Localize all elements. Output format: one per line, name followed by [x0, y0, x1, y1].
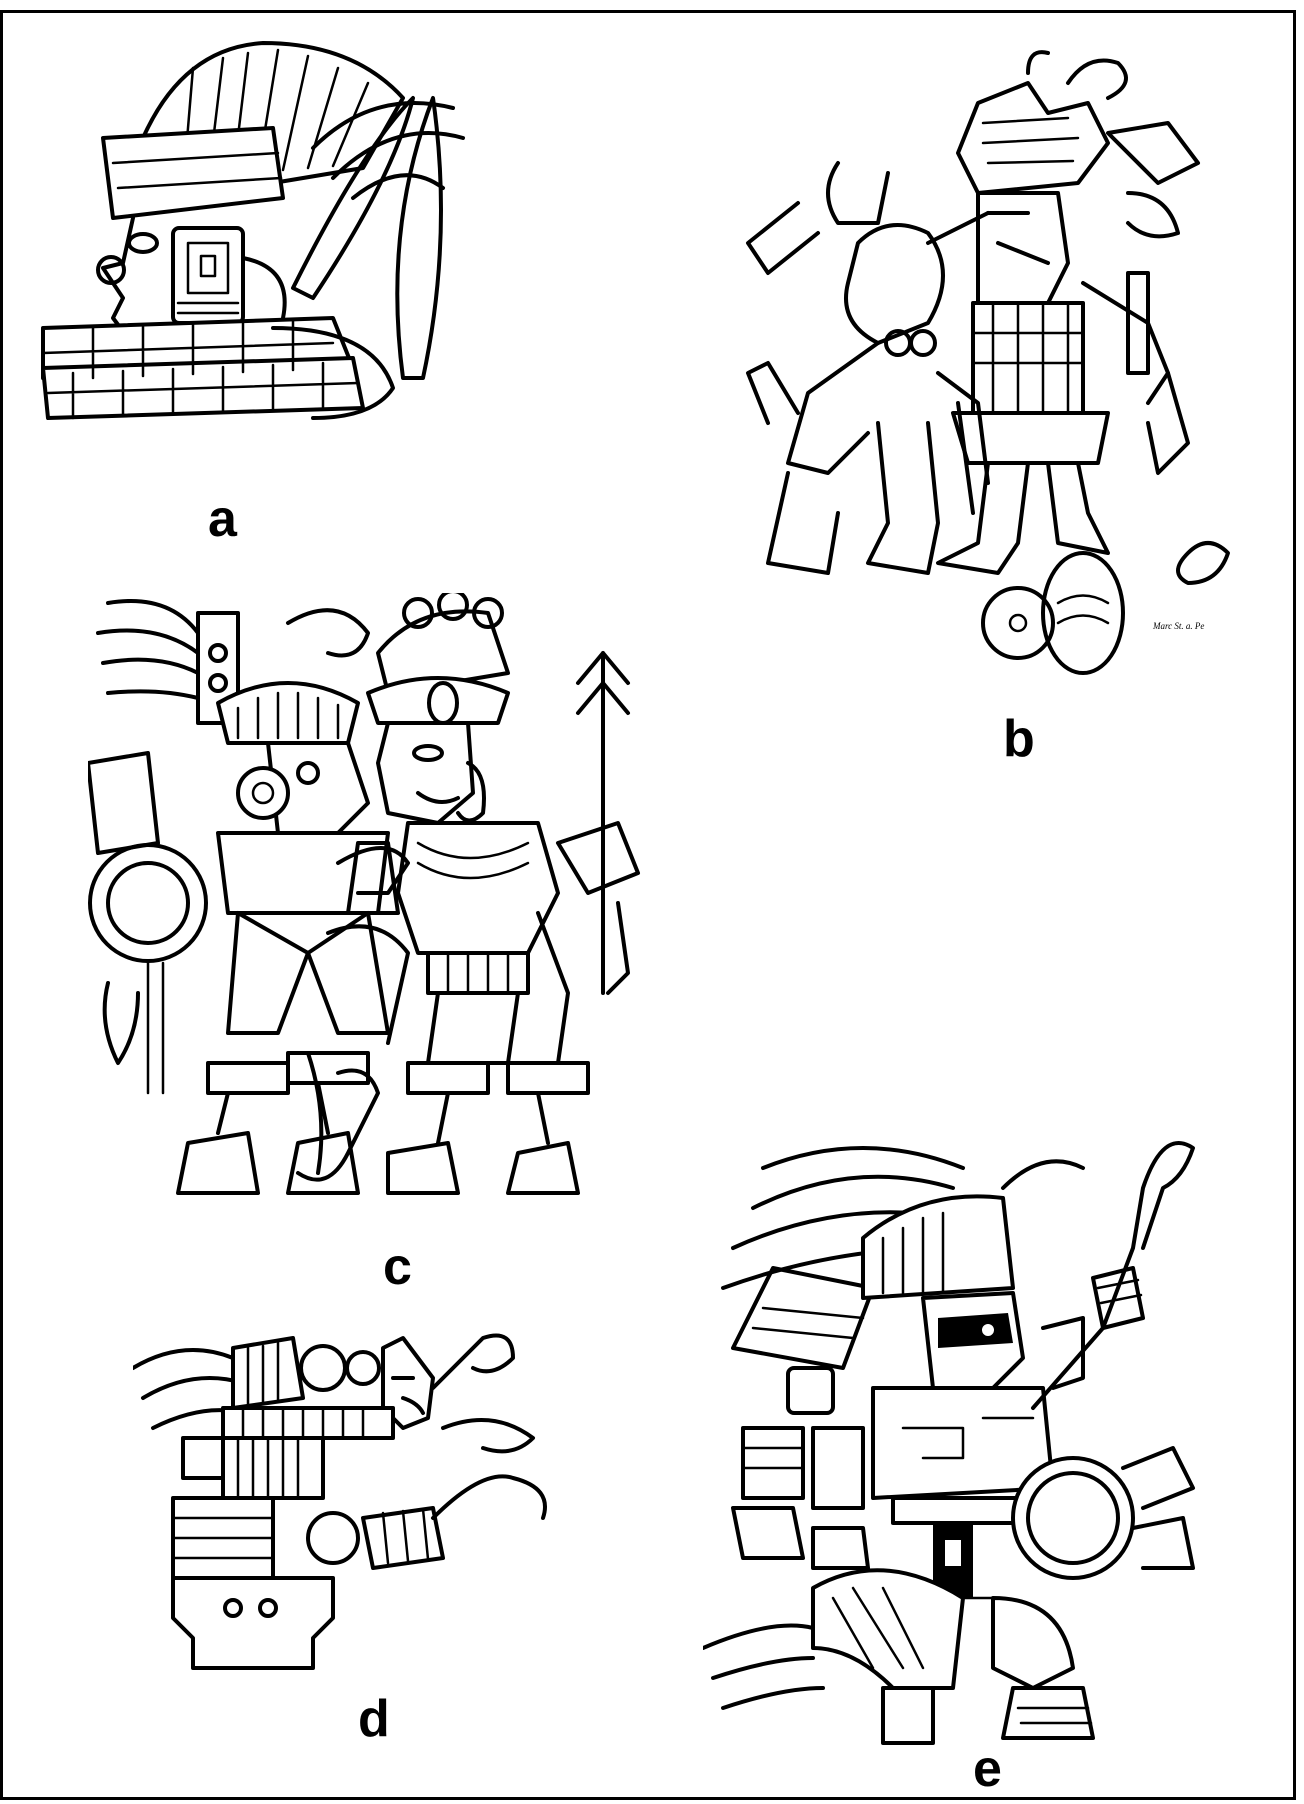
panel-b-label: b [1003, 710, 1035, 768]
panel-d-label: d [358, 1690, 390, 1748]
panel-a-illustration [33, 28, 503, 428]
panel-b-illustration [728, 43, 1238, 683]
panel-a-label: a [208, 490, 237, 548]
panel-d-illustration [133, 1318, 603, 1678]
figure-frame: a [0, 10, 1296, 1800]
kneeling-warrior-drawing [703, 1141, 1195, 1745]
panel-e-label: e [973, 1740, 1002, 1798]
panel-c-label: c [383, 1238, 412, 1296]
artist-signature: Marc St. a. Pe [1153, 621, 1205, 631]
panel-e-illustration [703, 1128, 1283, 1748]
two-figures-facing-drawing [88, 593, 640, 1195]
two-figures-grappling-drawing [746, 50, 1230, 675]
panel-c-illustration [88, 593, 698, 1223]
glyph-creature-drawing [133, 1333, 547, 1670]
headdress-profile-drawing [41, 41, 465, 420]
